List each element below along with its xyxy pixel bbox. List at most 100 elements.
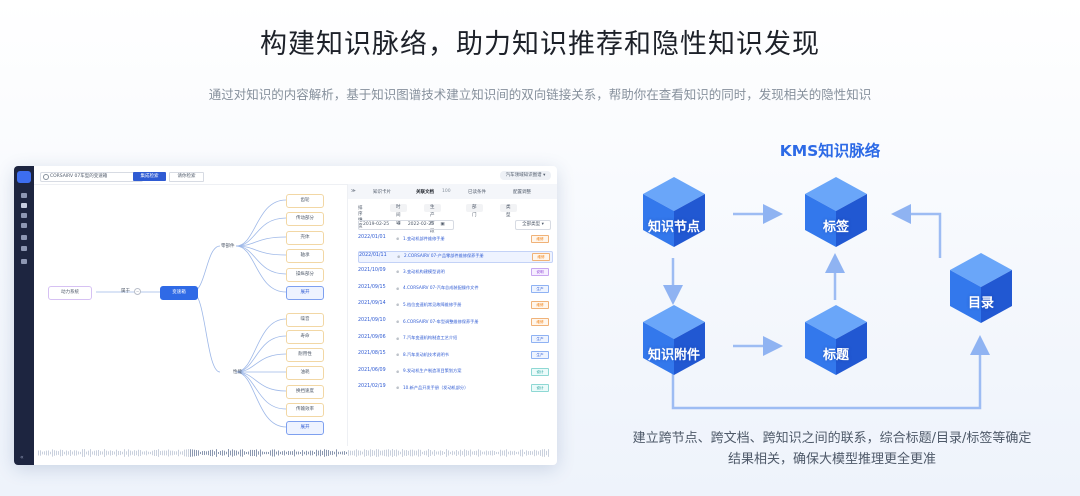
waveform-bar [320, 449, 321, 457]
perf-node[interactable]: 油耗 [286, 366, 324, 380]
knowledge-icon[interactable] [21, 203, 27, 208]
waveform-bar [456, 450, 457, 456]
perf-node[interactable]: 噪音 [286, 313, 324, 327]
expand-icon[interactable]: ⊕ [396, 319, 400, 324]
filter-chip[interactable]: 部门 [466, 204, 483, 218]
expand-icon[interactable]: ⊕ [396, 285, 400, 291]
doc-title[interactable]: 1.变动机部件维修手册 [403, 235, 445, 241]
waveform-bar [262, 451, 263, 455]
waveform-bar [240, 449, 241, 457]
cube-tag: 标签 [805, 177, 867, 247]
waveform-bar [238, 451, 239, 455]
expand-icon[interactable]: ⊕ [396, 385, 400, 391]
waveform-bar [326, 449, 327, 457]
doc-title[interactable]: 2.CORSAIRV 07-产品零部件维修保养手册 [404, 253, 484, 259]
document-row[interactable]: 2021/09/06⊕7.汽车变速机构制造工艺介绍生产 [358, 334, 551, 344]
collapse-panel-icon[interactable]: ≫ [351, 189, 356, 194]
waveform-bar [492, 450, 493, 456]
folder-icon[interactable] [21, 213, 27, 218]
document-row[interactable]: 2021/08/15⊕8.汽车发动机技术说明书生产 [358, 350, 551, 360]
waveform-bar [400, 451, 401, 455]
search-input[interactable]: CORSAIRV 07车型的变速箱 [40, 172, 143, 182]
date-range-picker[interactable]: 2019-02-25 → 2022-02-25 ▣ [358, 220, 454, 230]
branch-parts[interactable]: 零部件 [221, 244, 235, 249]
tab-related-docs[interactable]: 关联文档 [416, 190, 434, 195]
collapse-icon[interactable]: « [20, 454, 24, 461]
part-node[interactable]: 轴承 [286, 249, 324, 263]
collapse-toggle-icon[interactable]: − [134, 288, 141, 295]
doc-title[interactable]: 7.汽车变速机构制造工艺介绍 [403, 335, 458, 341]
expand-icon[interactable]: ⊕ [397, 253, 401, 259]
waveform-bar [180, 451, 181, 455]
tab-config[interactable]: 配置调整 [513, 190, 531, 195]
expand-icon[interactable]: ⊕ [396, 269, 400, 275]
waveform-bar [464, 449, 465, 457]
waveform-bar [418, 449, 419, 457]
perf-node[interactable]: 寿命 [286, 330, 324, 344]
waveform-bar [322, 450, 323, 456]
tab-knowledge-card[interactable]: 知识卡片 [373, 190, 391, 195]
user-icon[interactable] [21, 246, 27, 251]
part-node[interactable]: 传动部分 [286, 212, 324, 226]
center-node[interactable]: 变速箱 [160, 286, 198, 300]
filter-chip[interactable]: 类型 [500, 204, 517, 218]
document-row[interactable]: 2021/06/09⊕9.发动机生产制造项目策划方案设计 [358, 367, 551, 377]
expand-icon[interactable]: ⊕ [396, 335, 400, 341]
mind-map: 动力系统 属于 − 变速箱 零部件 性能 齿轮 传动部分 壳体 轴承 操纵部分 … [34, 184, 347, 446]
root-node[interactable]: 动力系统 [48, 286, 92, 300]
doc-title[interactable]: 6.CORSAIRV 07-车型调整维修保养手册 [403, 318, 479, 324]
tab-read-conditions[interactable]: 已读条件 [468, 190, 486, 195]
part-node[interactable]: 齿轮 [286, 194, 324, 208]
waveform-bar [222, 450, 223, 456]
waveform-bar [350, 450, 351, 456]
waveform-bar [196, 450, 197, 456]
waveform-bar [274, 449, 275, 457]
type-filter-select[interactable]: 全部类型 ▾ [515, 220, 551, 230]
expand-icon[interactable]: ⊕ [396, 368, 400, 374]
knowledge-base-select[interactable]: 汽车领域知识图谱 ▾ [500, 171, 551, 180]
branch-performance[interactable]: 性能 [233, 370, 242, 375]
waveform-bar [214, 451, 215, 455]
waveform-bar [476, 450, 477, 456]
document-icon[interactable] [21, 223, 27, 228]
document-row[interactable]: 2021/09/15⊕4.CORSAIRV 07-汽车总成装配操作文件生产 [358, 284, 551, 294]
expand-icon[interactable]: ⊕ [396, 236, 400, 241]
document-row[interactable]: 2021/09/14⊕5.档位变速机常见故障维修手册维修 [358, 300, 551, 310]
doc-title[interactable]: 10.新产品开发手册（发动机部分） [403, 384, 469, 390]
document-row[interactable]: 2022/01/01⊕1.变动机部件维修手册维修 [358, 234, 551, 244]
part-node[interactable]: 壳体 [286, 231, 324, 245]
waveform-bar [518, 451, 519, 455]
ask-search-button[interactable]: 请你检索 [169, 172, 204, 182]
home-icon[interactable] [21, 193, 27, 198]
document-row[interactable]: 2021/02/19⊕10.新产品开发手册（发动机部分）设计 [358, 383, 551, 393]
expand-icon[interactable]: ⊕ [396, 302, 400, 308]
expand-icon[interactable]: ⊕ [396, 352, 400, 358]
waveform-bar [120, 450, 121, 456]
doc-title[interactable]: 4.CORSAIRV 07-汽车总成装配操作文件 [403, 285, 479, 291]
chart-icon[interactable] [21, 235, 27, 240]
doc-title[interactable]: 5.档位变速机常见故障维修手册 [403, 301, 462, 307]
doc-title[interactable]: 8.汽车发动机技术说明书 [403, 351, 449, 357]
integrated-search-button[interactable]: 集成检索 [133, 172, 166, 181]
timeline-scrubber[interactable] [38, 448, 549, 458]
document-row[interactable]: 2021/10/09⊕3.变动机构建模型说明说明 [358, 267, 551, 277]
doc-title[interactable]: 3.变动机构建模型说明 [403, 268, 445, 274]
perf-node[interactable]: 换挡速度 [286, 385, 324, 399]
document-row[interactable]: 2021/09/10⊕6.CORSAIRV 07-车型调整维修保养手册维修 [358, 317, 551, 327]
waveform-bar [104, 449, 105, 457]
filter-chip[interactable]: 时间轴 [390, 204, 407, 226]
document-row[interactable]: 2022/01/11⊕2.CORSAIRV 07-产品零部件维修保养手册维修 [358, 250, 553, 263]
app-screenshot: « CORSAIRV 07车型的变速箱 集成检索 请你检索 汽车领域知识图谱 ▾ [14, 166, 557, 465]
doc-title[interactable]: 9.发动机生产制造项目策划方案 [403, 368, 462, 374]
waveform-bar [414, 450, 415, 456]
expand-node[interactable]: 展开 [286, 421, 324, 435]
waveform-bar [208, 450, 209, 456]
part-node[interactable]: 操纵部分 [286, 268, 324, 282]
perf-node[interactable]: 耐用性 [286, 348, 324, 362]
filter-chip[interactable]: 生产阶段 [424, 204, 441, 234]
expand-node[interactable]: 展开 [286, 286, 324, 300]
cube-label: 目录 [967, 296, 994, 311]
perf-node[interactable]: 传输效率 [286, 403, 324, 417]
settings-icon[interactable] [21, 259, 27, 264]
waveform-bar [436, 451, 437, 455]
